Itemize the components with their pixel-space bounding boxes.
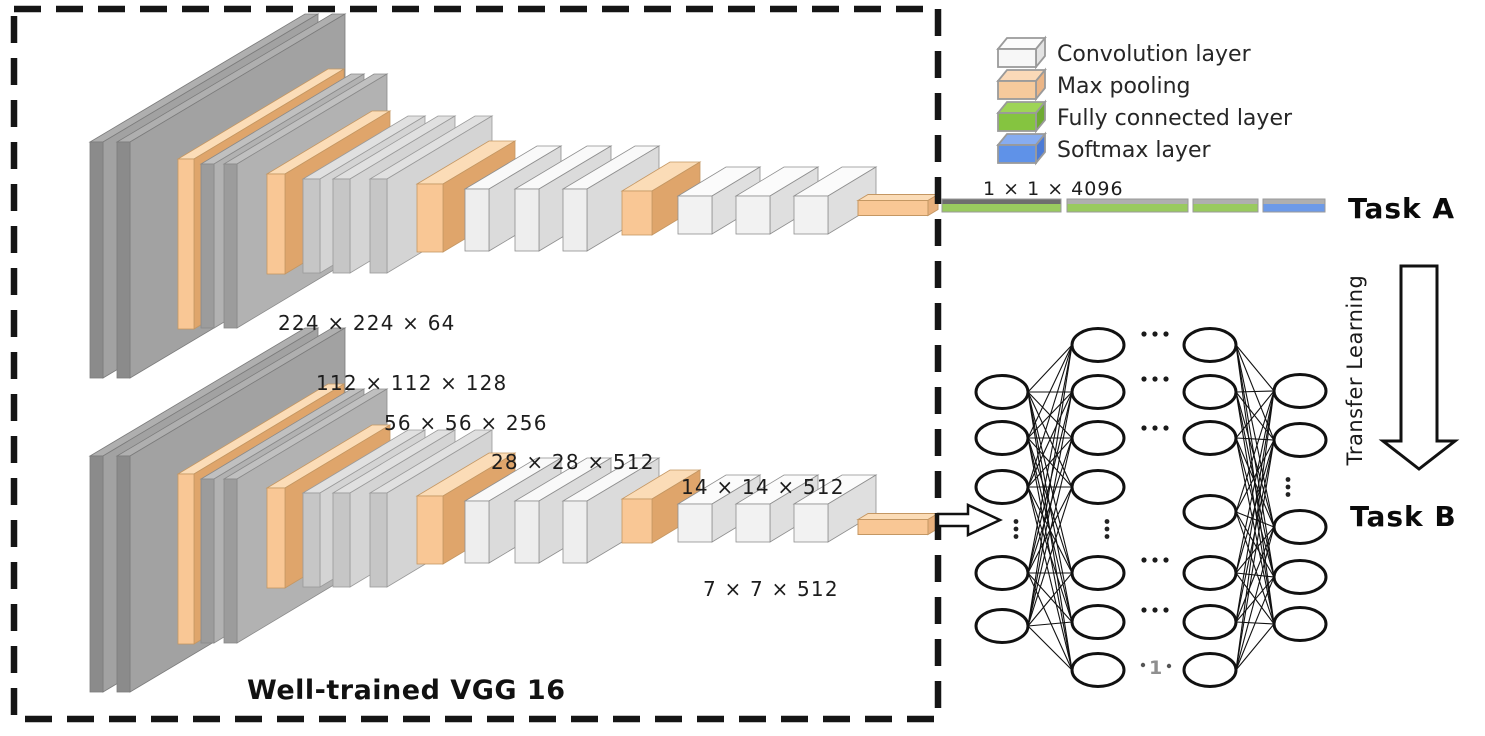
- nn-neuron: [1182, 604, 1238, 640]
- legend-icons: [996, 35, 1047, 166]
- nn-neuron: [1070, 469, 1126, 505]
- legend-label-conv: Convolution layer: [1057, 42, 1252, 67]
- legend-label-fc: Fully connected layer: [1057, 106, 1293, 131]
- nn-neuron: [1272, 509, 1328, 545]
- fc-bar: [1192, 198, 1259, 213]
- legend-label-softmax: Softmax layer: [1057, 138, 1211, 163]
- nn-neuron: [1182, 555, 1238, 591]
- legend-icon-conv: [996, 35, 1047, 70]
- nn-neuron: [1182, 327, 1238, 363]
- legend-icon-pool: [996, 67, 1047, 102]
- dim-label-56: 56 × 56 × 256: [384, 411, 548, 435]
- nn-neuron: [1070, 420, 1126, 456]
- legend-icon-fc: [996, 99, 1047, 134]
- dim-label-14: 14 × 14 × 512: [681, 475, 845, 499]
- nn-one-label: 1: [1149, 657, 1162, 679]
- nn-neuron: [974, 469, 1030, 505]
- input-arrow-icon: [936, 503, 1003, 537]
- nn-neuron: [1182, 374, 1238, 410]
- task-a-label: Task A: [1348, 192, 1455, 225]
- fc-dim-label: 1 × 1 × 4096: [983, 178, 1124, 200]
- nn-neuron: [974, 374, 1030, 410]
- nn-neuron: [1182, 420, 1238, 456]
- transfer-learning-label: Transfer Learning: [1343, 275, 1367, 467]
- nn-neuron: [974, 420, 1030, 456]
- vgg-stack-bottom: [88, 327, 940, 693]
- dim-label-7: 7 × 7 × 512: [703, 577, 839, 601]
- nn-neuron: [974, 608, 1030, 644]
- vgg-stack-top: [88, 13, 940, 379]
- nn-neuron: [1070, 374, 1126, 410]
- task-b-label: Task B: [1350, 500, 1457, 533]
- transfer-learning-arrow-icon: [1378, 264, 1460, 471]
- fc-bar: [1066, 198, 1189, 213]
- vgg-caption: Well-trained VGG 16: [247, 675, 566, 706]
- nn-neuron: [974, 555, 1030, 591]
- dim-label-112: 112 × 112 × 128: [316, 371, 507, 395]
- legend-icon-softmax: [996, 131, 1047, 166]
- nn-neuron: [1272, 422, 1328, 458]
- nn-neuron: [1272, 606, 1328, 642]
- nn-neuron: [1070, 327, 1126, 363]
- dashed-boundary-box: [10, 5, 942, 723]
- fc-output-bars: [941, 198, 1326, 213]
- nn-neuron: [1272, 559, 1328, 595]
- nn-neuron: [1182, 494, 1238, 530]
- nn-neuron: [1070, 555, 1126, 591]
- dim-label-224: 224 × 224 × 64: [278, 311, 456, 335]
- nn-neuron: [1070, 604, 1126, 640]
- nn-neuron: [1070, 652, 1126, 688]
- fc-bar: [941, 198, 1062, 213]
- nn-neuron: [1182, 652, 1238, 688]
- softmax-bar: [1262, 198, 1326, 213]
- legend-label-pool: Max pooling: [1057, 74, 1191, 99]
- dim-label-28: 28 × 28 × 512: [491, 450, 655, 474]
- nn-graph: [974, 327, 1328, 688]
- nn-neuron: [1272, 373, 1328, 409]
